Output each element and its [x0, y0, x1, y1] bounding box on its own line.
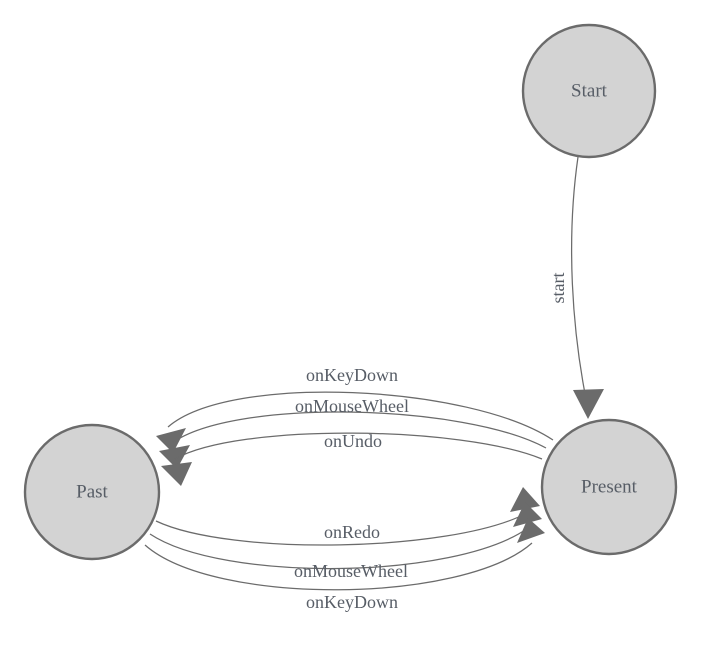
node-start-label: Start [571, 80, 608, 101]
arrowhead-into-present-2 [513, 502, 542, 527]
edge-path-past-present-2 [149, 527, 529, 570]
edge-present-to-past-onmousewheel[interactable]: onMouseWheel [159, 396, 547, 469]
arrowhead-into-present-3 [517, 518, 545, 543]
edge-label-start: start [548, 273, 568, 304]
node-start-circle[interactable] [521, 23, 657, 159]
edge-label-past-present-2: onMouseWheel [294, 561, 408, 581]
node-past[interactable]: Past [23, 423, 161, 561]
node-present-circle[interactable] [540, 418, 678, 556]
node-start[interactable]: Start [521, 23, 657, 159]
edge-path-present-past-1 [167, 391, 554, 441]
edge-label-present-past-2: onMouseWheel [295, 396, 409, 416]
edge-start-to-present[interactable]: start [548, 156, 604, 419]
edge-label-present-past-3: onUndo [324, 431, 382, 451]
edge-present-to-past-onkeydown[interactable]: onKeyDown [156, 365, 554, 453]
node-past-circle[interactable] [23, 423, 161, 561]
node-present-label: Present [581, 476, 638, 497]
arrowhead-into-past-1 [156, 428, 186, 453]
arrowhead-into-past-2 [159, 445, 190, 469]
arrowhead-into-past-3 [161, 462, 192, 486]
edge-path-past-present-1 [155, 513, 526, 546]
edge-present-to-past-onundo[interactable]: onUndo [161, 431, 543, 486]
edge-label-present-past-1: onKeyDown [306, 365, 398, 385]
edge-past-to-present-onmousewheel[interactable]: onMouseWheel [149, 502, 542, 581]
edge-past-to-present-onredo[interactable]: onRedo [155, 487, 540, 546]
arrowhead-into-present-start [573, 389, 604, 419]
node-present[interactable]: Present [540, 418, 678, 556]
edge-path-start-present [570, 156, 588, 405]
edge-label-past-present-3: onKeyDown [306, 592, 398, 612]
edge-past-to-present-onkeydown[interactable]: onKeyDown [144, 518, 545, 612]
arrowhead-into-present-1 [510, 487, 540, 512]
edge-label-past-present-1: onRedo [324, 522, 380, 542]
node-past-label: Past [76, 481, 108, 502]
edge-path-present-past-2 [171, 411, 547, 449]
edge-path-past-present-3 [144, 542, 533, 591]
edge-path-present-past-3 [174, 432, 543, 460]
